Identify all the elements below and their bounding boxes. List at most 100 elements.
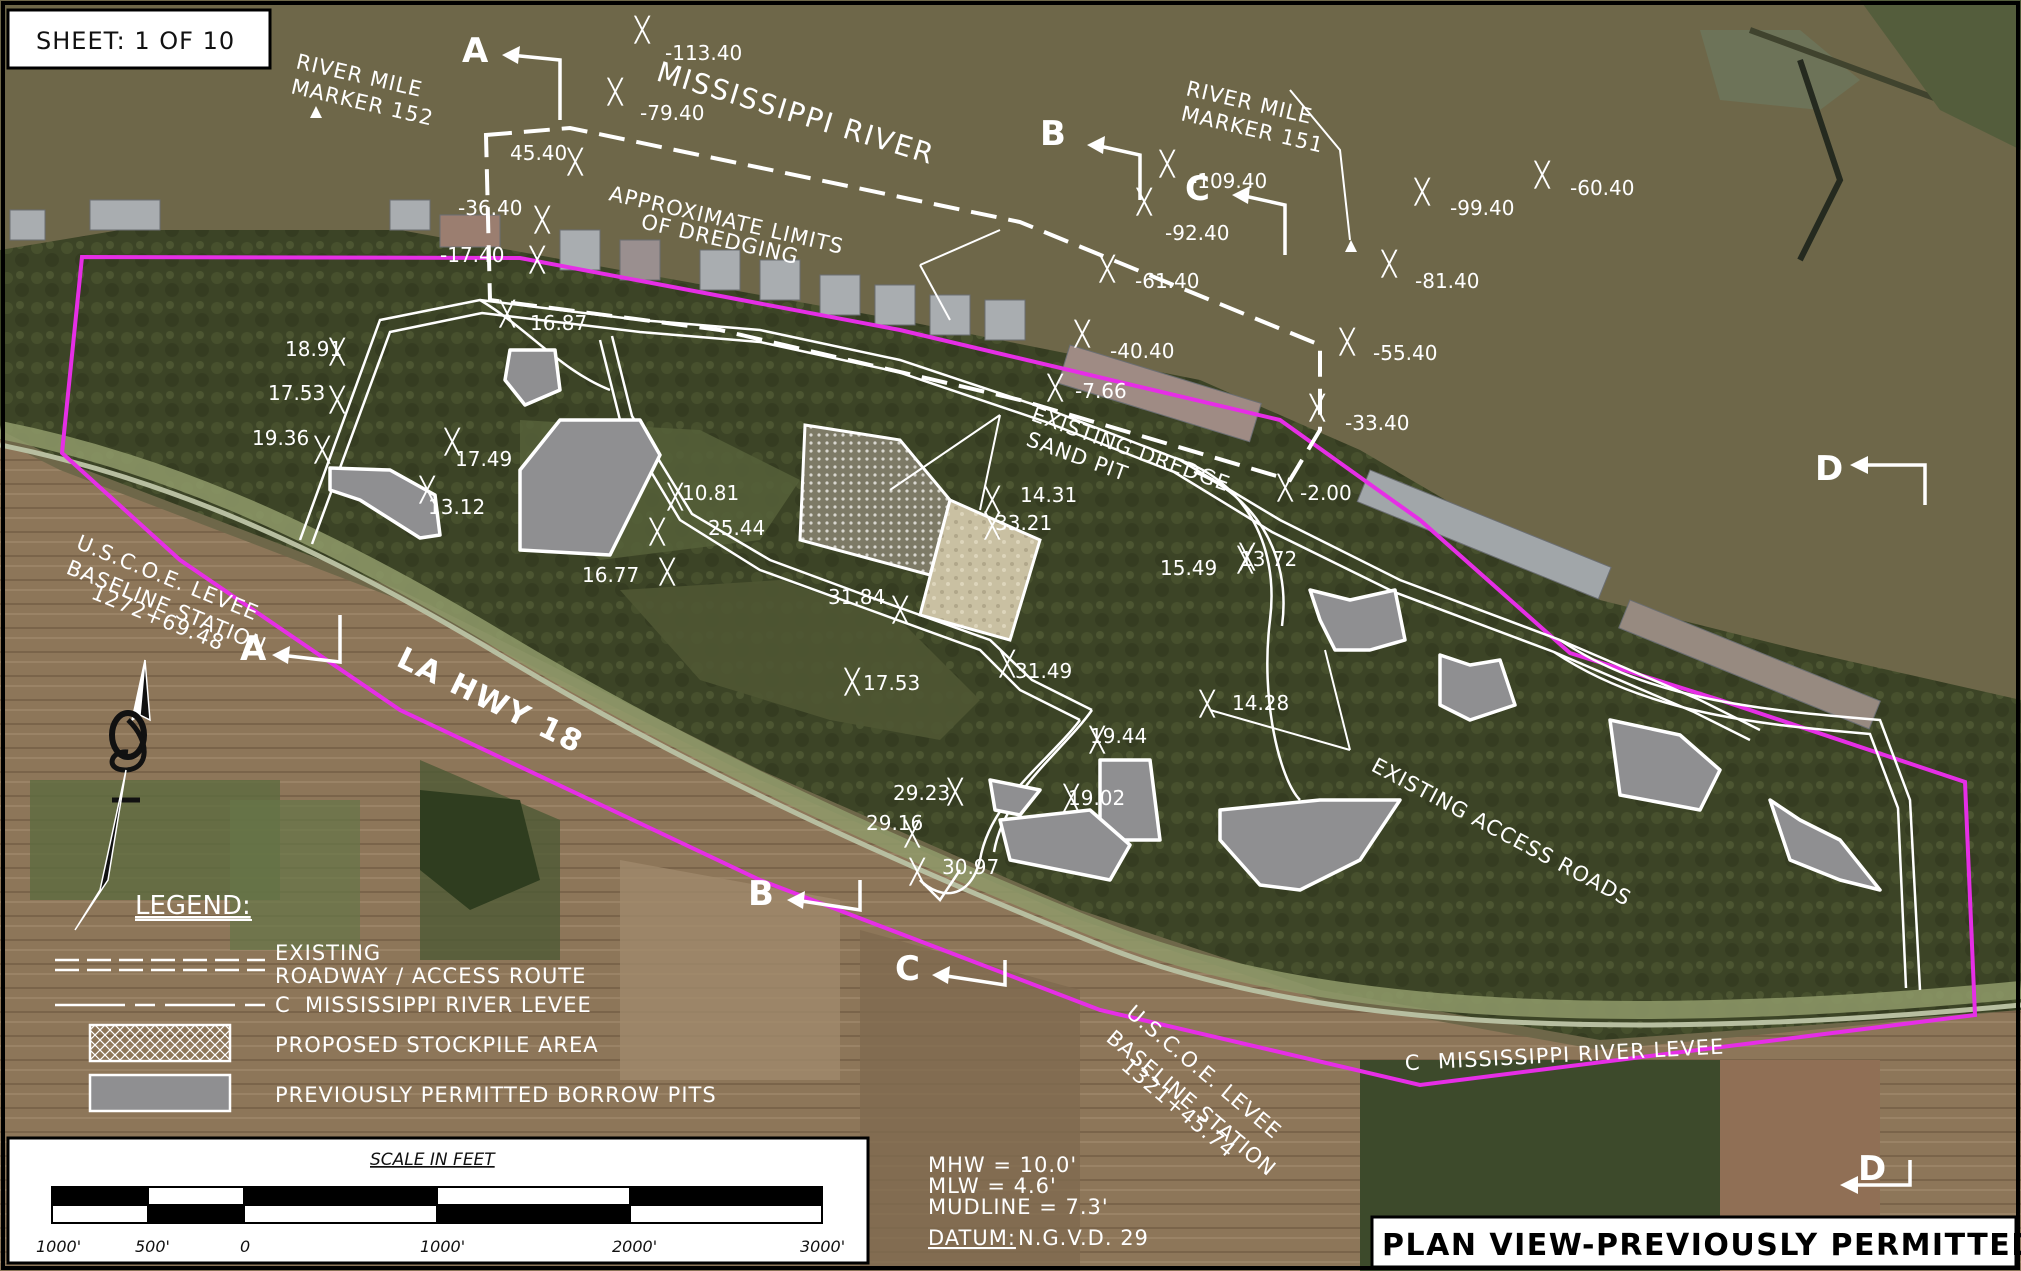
legend-item2-prefix: C [275,993,291,1017]
section-label-d: D [1815,449,1843,489]
leaders [889,89,1351,751]
sounding-mark: ╳ [606,77,624,106]
sounding-value: -55.40 [1373,341,1437,365]
elevation-value: 30.97 [942,855,999,879]
elevation-mark: ╳ [843,667,861,696]
elevation-mark: ╳ [1088,725,1106,754]
elevation-value: 33.21 [995,511,1052,535]
elevation-mark: ╳ [891,595,909,624]
borrow-pit [998,808,1132,882]
barges [9,199,1881,730]
sounding-value: -61.40 [1135,269,1199,293]
sounding-value: -60.40 [1570,176,1634,200]
borrow-pit [518,418,662,557]
elevation-mark: ╳ [983,511,1001,540]
elevation-value: 19.36 [252,426,309,450]
sheet-box [6,8,272,70]
sounding-value: -81.40 [1415,269,1479,293]
levee-road [0,442,2021,1028]
access-roads [298,298,1922,991]
sounding-mark: ╳ [1135,187,1153,216]
soundings: ╳-113.40╳-79.40╳45.40╳-36.40╳-17.40╳-109… [440,15,1634,505]
scale-tick-3: 1000' [420,1237,465,1256]
elevation-mark: ╳ [998,649,1016,678]
elevation-value: 19.02 [1068,786,1125,810]
sounding-value: -79.40 [640,101,704,125]
elevation-mark: ╳ [1236,545,1254,574]
elevation-mark: ╳ [946,777,964,806]
section-label-a2: A [240,629,267,669]
field-patch [860,930,1080,1271]
elevation-value: 25.44 [708,516,765,540]
borrow-pit [1438,653,1517,722]
sounding-mark: ╳ [1046,373,1064,402]
elevation-mark: ╳ [328,337,346,366]
section-markers [279,53,1927,1187]
sounding-value: -36.40 [458,196,522,220]
elevation-value: 31.49 [1015,659,1072,683]
sounding-value: -40.40 [1110,339,1174,363]
elevation-mark: ╳ [983,485,1001,514]
elevation-value: 16.77 [582,563,639,587]
elevation-value: 29.16 [866,811,923,835]
marker-151-symbol [1345,240,1357,252]
sounding-value: -92.40 [1165,221,1229,245]
scale-tick-4: 2000' [612,1237,657,1256]
elevation-mark: ╳ [908,857,926,886]
elevation-value: 18.91 [285,337,342,361]
sounding-mark: ╳ [1073,319,1091,348]
borrow-pit [503,348,562,407]
scale-tick-2: 0 [240,1237,250,1256]
elevation-value: 17.49 [455,447,512,471]
plan-title: PLAN VIEW-PREVIOUSLY PERMITTED [1382,1228,2021,1263]
elevation-value: 16.87 [530,311,587,335]
sounding-mark: ╳ [633,15,651,44]
datum-value: N.G.V.D. 29 [1018,1226,1149,1250]
cl-symbol: C [1404,1050,1421,1075]
sounding-value: -17.40 [440,243,504,267]
elevation-value: 17.53 [268,381,325,405]
elevation-value: 29.23 [893,781,950,805]
legend-stockpile-swatch [88,1023,232,1063]
elevation-value: 31.84 [828,585,885,609]
sounding-mark: ╳ [533,205,551,234]
sounding-mark: ╳ [1338,327,1356,356]
borrow-pit [1608,718,1722,812]
title-box [1370,1215,2018,1269]
industrial-area [1700,30,1860,110]
sounding-mark: ╳ [1308,393,1326,422]
sounding-value: -109.40 [1190,169,1267,193]
sounding-mark: ╳ [1380,249,1398,278]
borrow-pit [328,466,442,540]
sounding-mark: ╳ [1158,149,1176,178]
stockpile-area [918,497,1042,642]
wetland [620,580,980,740]
elevation-mark: ╳ [666,482,684,511]
datum-label: DATUM: [928,1226,1016,1250]
tree-cluster [420,790,540,910]
borrow-pit [1098,758,1162,842]
sounding-mark: ╳ [566,147,584,176]
field-patch [30,780,280,900]
legend-title: LEGEND: [135,891,251,921]
elevation-mark: ╳ [658,557,676,586]
sounding-value: -113.40 [665,41,742,65]
section-label-a: A [462,31,489,71]
elevation-mark: ╳ [418,475,436,504]
sounding-mark: ╳ [1533,160,1551,189]
elevation-mark: ╳ [328,385,346,414]
elevation-mark: ╳ [498,299,516,328]
tide-data: MHW = 10.0' MLW = 4.6' MUDLINE = 7.3' DA… [928,1153,1149,1250]
project-boundary [59,254,1978,1088]
elevation-mark: ╳ [1238,542,1256,571]
legend-item3-label: PROPOSED STOCKPILE AREA [275,1033,599,1057]
elevation-value: 14.31 [1020,483,1077,507]
elevation-mark: ╳ [443,427,461,456]
east-bank [1860,0,2021,150]
marker-152-symbol [310,106,322,118]
sounding-value: -99.40 [1450,196,1514,220]
section-arrowheads [272,46,1868,1194]
elevation-mark: ╳ [903,819,921,848]
borrow-pit [1308,588,1407,652]
